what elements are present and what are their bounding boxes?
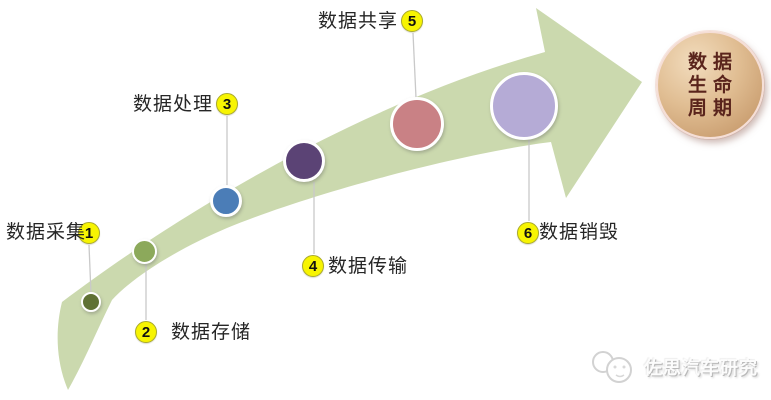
watermark-mascot-logo-icon xyxy=(592,351,632,383)
stage-number-badge-5: 5 xyxy=(401,10,423,32)
stage-label-3: 数据处理 xyxy=(133,94,214,115)
lifecycle-title-circle: 数据 生命 周期 xyxy=(656,31,764,139)
stage-circle-5 xyxy=(390,97,444,151)
stage-number-badge-3: 3 xyxy=(216,93,238,115)
stage-label-4: 数据传输 xyxy=(328,256,409,277)
stage-number-badge-2: 2 xyxy=(135,321,157,343)
lifecycle-title-line-2: 生命 xyxy=(687,74,738,96)
lifecycle-title-line-3: 周期 xyxy=(687,97,738,119)
watermark: 佐思汽车研究 xyxy=(588,348,758,386)
stage-label-5: 数据共享 xyxy=(318,11,399,32)
lifecycle-title-line-1: 数据 xyxy=(687,51,738,73)
stage-label-6: 数据销毁 xyxy=(539,222,620,243)
stage-circle-2 xyxy=(132,239,157,264)
stage-number-badge-6: 6 xyxy=(517,222,539,244)
stage-number-badge-1: 1 xyxy=(78,222,100,244)
watermark-text: 佐思汽车研究 xyxy=(644,358,758,378)
stage-label-1: 数据采集 xyxy=(6,222,87,243)
stage-number-badge-4: 4 xyxy=(302,255,324,277)
stage-circle-4 xyxy=(283,140,325,182)
stage-circle-1 xyxy=(81,292,101,312)
stage-circle-6 xyxy=(490,72,558,140)
connector-line-1 xyxy=(88,244,92,295)
connector-line-5 xyxy=(412,32,417,99)
stage-circle-3 xyxy=(210,185,242,217)
stage-label-2: 数据存储 xyxy=(171,322,252,343)
